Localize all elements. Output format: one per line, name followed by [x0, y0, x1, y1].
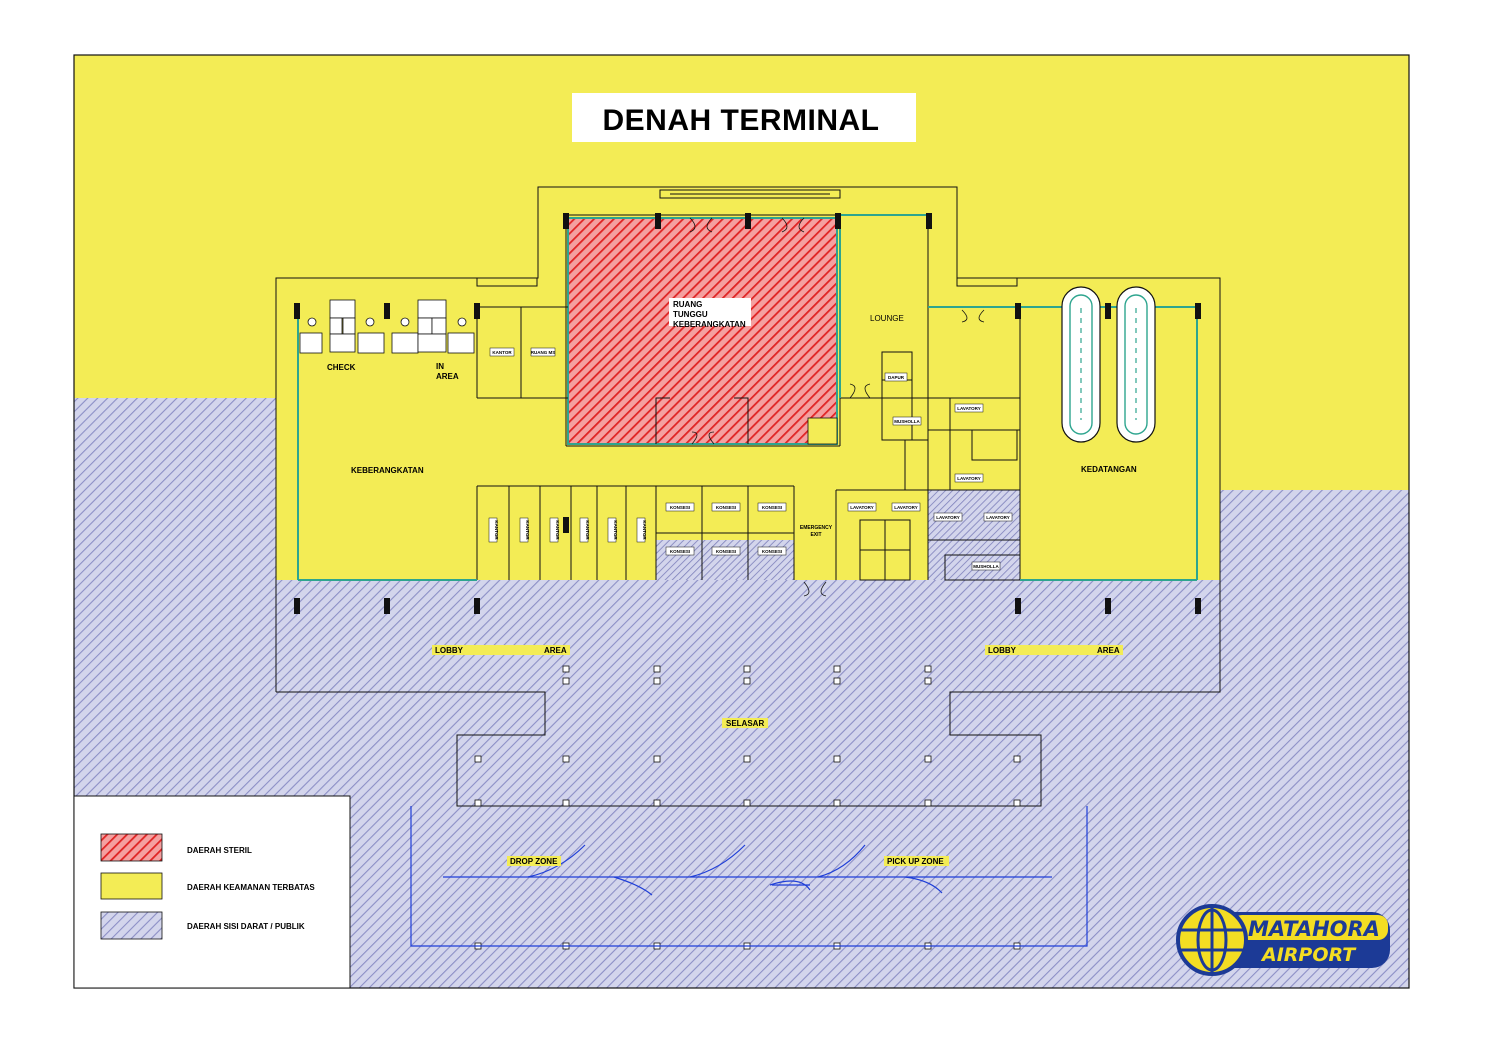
konsesi-tag-1: KONSESI — [670, 505, 690, 510]
baggage-carousels — [1061, 286, 1156, 443]
room-tags: KANTOR RUANG MS DAPUR MUSHOLLA LAVATORY … — [488, 347, 1013, 571]
waiting-room-label-2: TUNGGU — [673, 310, 708, 319]
kantor-tag-4: KANTOR — [555, 520, 560, 540]
exit-label: EXIT — [810, 532, 821, 538]
area-right-label: AREA — [1097, 646, 1120, 655]
lounge-label: LOUNGE — [870, 314, 904, 323]
area-label: AREA — [436, 372, 459, 381]
structural-columns — [294, 213, 1201, 614]
logo-line-2: AIRPORT — [1260, 944, 1357, 966]
zone-labels: DROP ZONE PICK UP ZONE — [507, 856, 949, 866]
konsesi-tag-6: KONSESI — [762, 549, 782, 554]
konsesi-tag-4: KONSESI — [670, 549, 690, 554]
konsesi-tag-2: KONSESI — [716, 505, 736, 510]
mushola-tag-2: MUSHOLLA — [973, 564, 999, 569]
kantor-tag-3: KANTOR — [525, 520, 530, 540]
title-box: DENAH TERMINAL — [572, 93, 916, 142]
building-outline — [275, 186, 1221, 807]
lavatory-tag-5: LAVATORY — [936, 515, 960, 520]
page-title: DENAH TERMINAL — [603, 104, 880, 137]
kantor-tag-2: KANTOR — [494, 520, 499, 540]
emergency-label: EMERGENCY — [800, 525, 833, 531]
legend-label-sterile: DAERAH STERIL — [187, 846, 252, 855]
airport-logo: MATAHORA AIRPORT — [1176, 904, 1390, 976]
door-swings — [689, 217, 985, 597]
legend-swatch-public — [100, 911, 163, 940]
check-label: CHECK — [327, 363, 356, 372]
kantor-tag-1: KANTOR — [492, 350, 512, 355]
lavatory-tag-2: LAVATORY — [957, 476, 981, 481]
kantor-tag-7: KANTOR — [642, 520, 647, 540]
kantor-tag-6: KANTOR — [613, 520, 618, 540]
legend: DAERAH STERIL DAERAH KEAMANAN TERBATAS D… — [73, 795, 351, 989]
legend-label-restricted: DAERAH KEAMANAN TERBATAS — [187, 883, 315, 892]
konsesi-tag-5: KONSESI — [716, 549, 736, 554]
check-in-counters — [299, 299, 475, 354]
kantor-tag-5: KANTOR — [585, 520, 590, 540]
lobby-left-label: LOBBY — [435, 646, 464, 655]
area-left-label: AREA — [544, 646, 567, 655]
in-label: IN — [436, 362, 444, 371]
legend-swatch-sterile — [100, 833, 163, 862]
dapur-tag: DAPUR — [888, 375, 905, 380]
legend-label-public: DAERAH SISI DARAT / PUBLIK — [187, 922, 305, 931]
departure-label: KEBERANGKATAN — [351, 466, 424, 475]
lavatory-tag-3: LAVATORY — [850, 505, 874, 510]
konsesi-tag-3: KONSESI — [762, 505, 782, 510]
legend-swatch-restricted — [100, 872, 163, 900]
arrival-label: KEDATANGAN — [1081, 465, 1137, 474]
ruang-ms-tag: RUANG MS — [531, 350, 556, 355]
waiting-room-label-3: KEBERANGKATAN — [673, 320, 746, 329]
mushola-tag-1: MUSHOLLA — [894, 419, 920, 424]
lobby-right-label: LOBBY — [988, 646, 1017, 655]
selasar-label: SELASAR — [726, 719, 764, 728]
pick-up-zone-label: PICK UP ZONE — [887, 857, 944, 866]
logo-line-1: MATAHORA — [1248, 917, 1380, 941]
drop-zone-label: DROP ZONE — [510, 857, 558, 866]
lobby-labels: LOBBY AREA LOBBY AREA SELASAR — [432, 645, 1123, 728]
lavatory-tag-1: LAVATORY — [957, 406, 981, 411]
waiting-room-label-1: RUANG — [673, 300, 702, 309]
lavatory-tag-6: LAVATORY — [986, 515, 1010, 520]
room-labels: LOUNGE CHECK IN AREA KEBERANGKATAN KEDAT… — [327, 314, 1137, 538]
sterile-waiting-room: RUANG TUNGGU KEBERANGKATAN — [567, 217, 838, 445]
lavatory-tag-4: LAVATORY — [894, 505, 918, 510]
